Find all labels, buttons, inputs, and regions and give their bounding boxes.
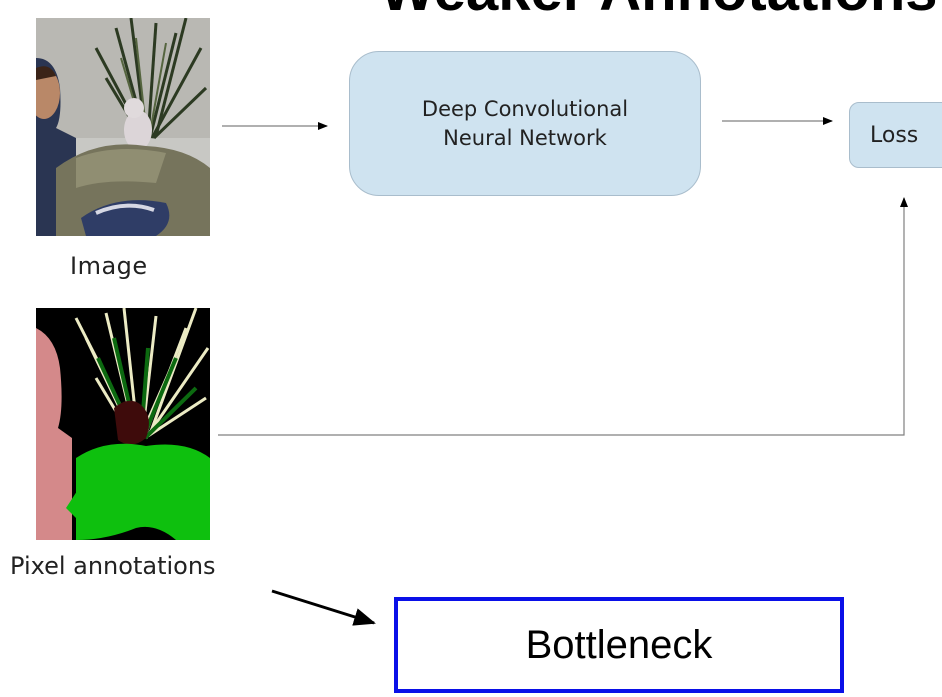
segmentation-thumbnail-icon [36,308,210,540]
bottleneck-box: Bottleneck [394,597,844,693]
cnn-label-line1: Deep Convolutional [421,97,629,122]
cnn-label-line2: Neural Network [443,125,607,150]
loss-label: Loss [870,122,919,148]
annotation-to-loss-arrow [218,197,908,436]
pixel-annotation-thumbnail [36,308,210,540]
pixel-annotations-caption: Pixel annotations [10,552,216,580]
bottleneck-label: Bottleneck [525,622,713,667]
image-caption: Image [70,252,148,280]
cnn-node: Deep Convolutional Neural Network [349,51,701,196]
bottleneck-pointer-arrow [271,589,376,626]
slide-title: Weaker Annotations [380,0,938,20]
input-image-thumbnail [36,18,210,236]
photo-thumbnail-icon [36,18,210,236]
loss-node: Loss [849,102,942,168]
